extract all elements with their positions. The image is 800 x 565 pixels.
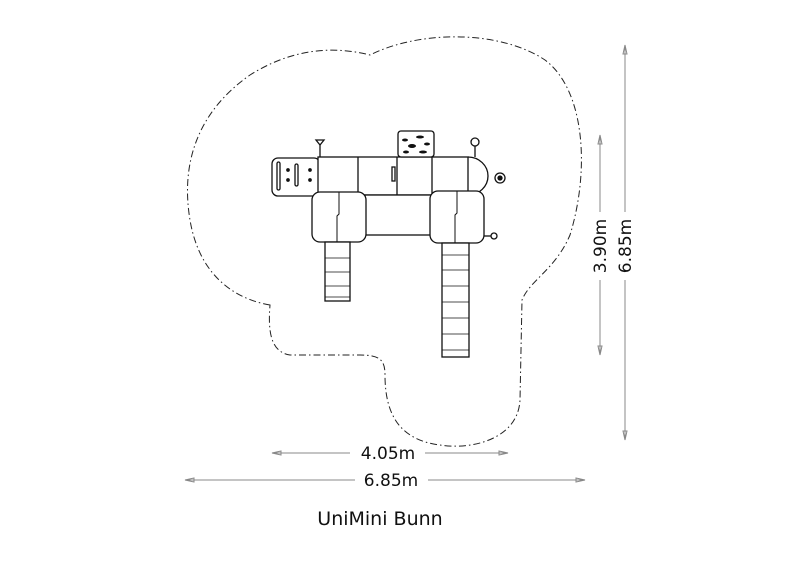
deck-middle xyxy=(364,194,436,236)
dim-area-depth: 6.85m xyxy=(616,219,636,273)
deck-top-row xyxy=(317,156,469,196)
dim-area-width: 6.85m xyxy=(364,471,418,491)
safety-zone-outline xyxy=(187,36,582,447)
climbing-wall xyxy=(397,130,435,158)
dim-equipment-depth: 3.90m xyxy=(591,219,611,273)
dim-equipment-width: 4.05m xyxy=(361,444,415,464)
drawing-title: UniMini Bunn xyxy=(317,508,443,530)
slide-right xyxy=(441,242,470,358)
roof-end xyxy=(467,156,489,196)
ladder-left xyxy=(324,241,351,302)
play-structure xyxy=(271,130,506,358)
